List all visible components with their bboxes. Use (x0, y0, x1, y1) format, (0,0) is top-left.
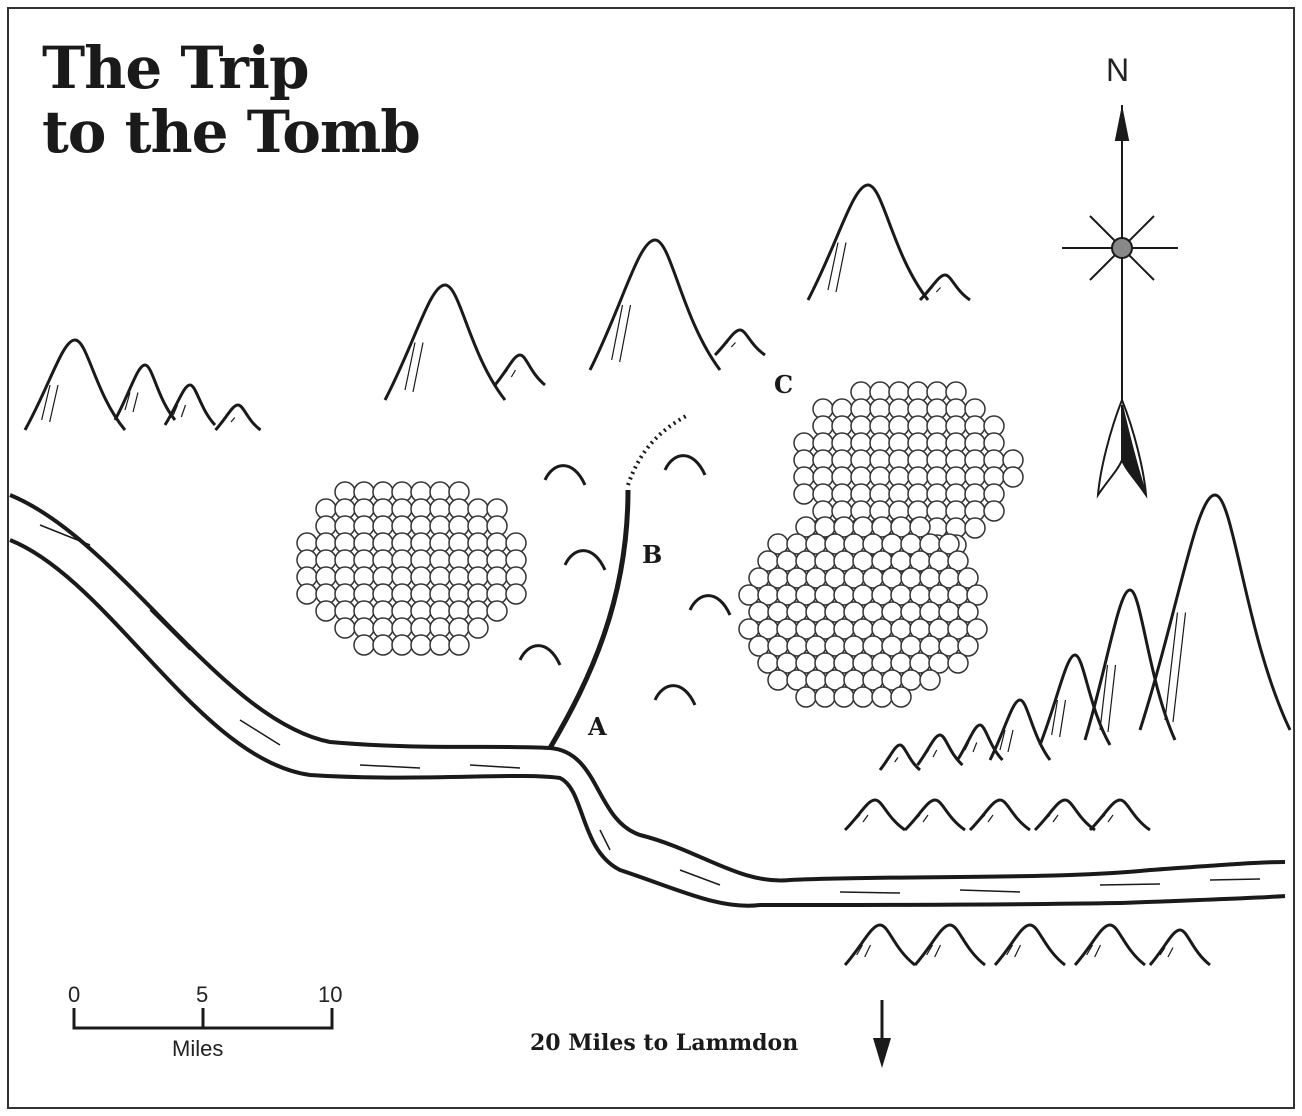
point-a-label: A (588, 712, 607, 741)
destination-label: 20 Miles to Lammdon (530, 1030, 799, 1056)
tree (429, 634, 451, 656)
forest-east-south (738, 516, 988, 708)
point-c-label: C (774, 370, 794, 399)
tree (852, 686, 874, 708)
map-frame (7, 7, 1295, 1109)
mountain (1088, 798, 1151, 832)
mountain (956, 723, 1004, 762)
mountain (113, 363, 177, 421)
tree (296, 583, 318, 605)
mountain (878, 743, 922, 772)
tree (909, 516, 931, 538)
tree (1002, 466, 1024, 488)
tree (793, 483, 815, 505)
tree (795, 686, 817, 708)
river (9, 493, 1286, 908)
tree (890, 686, 912, 708)
hill (543, 464, 587, 486)
mountain (1138, 493, 1292, 731)
tree (919, 669, 941, 691)
trail (547, 413, 689, 750)
mountain (993, 923, 1066, 967)
title-line-2: to the Tomb (42, 98, 421, 166)
scale-tick-5: 5 (196, 982, 209, 1007)
tree (467, 617, 489, 639)
scale-tick-0: 0 (68, 982, 81, 1007)
tree (505, 583, 527, 605)
title-line-1: The Trip (42, 34, 310, 102)
tree (957, 567, 979, 589)
mountain (1083, 588, 1177, 741)
hills (518, 454, 732, 706)
tree (947, 550, 969, 572)
mountain (1038, 653, 1112, 746)
tree (947, 652, 969, 674)
mountains (23, 183, 1292, 967)
mountain (23, 338, 127, 431)
mountain (713, 328, 766, 357)
mountain (163, 383, 217, 427)
tree (957, 601, 979, 623)
mountain (918, 273, 971, 302)
forest-east-north (793, 381, 1024, 573)
mountain (1033, 798, 1096, 832)
mountain (988, 698, 1052, 761)
tree (871, 686, 893, 708)
tree (957, 635, 979, 657)
tree (964, 517, 986, 539)
mountain (493, 353, 546, 387)
mountain (843, 923, 916, 967)
forest-west (296, 481, 527, 656)
mountain (916, 733, 964, 767)
forests (296, 381, 1024, 708)
tree (814, 686, 836, 708)
tree (833, 686, 855, 708)
mountain (214, 403, 262, 432)
tree (334, 617, 356, 639)
tree (353, 634, 375, 656)
map-title: The Trip to the Tomb (42, 34, 421, 166)
scale-bar (72, 1008, 334, 1030)
tree (983, 500, 1005, 522)
mountain (1073, 923, 1146, 967)
point-b-label: B (642, 540, 663, 569)
mountain (903, 798, 966, 832)
tree (372, 634, 394, 656)
hill (653, 684, 697, 706)
tree (767, 669, 789, 691)
mountain (968, 798, 1031, 832)
mountain (843, 798, 906, 832)
mountain (1148, 928, 1211, 967)
hill (563, 549, 607, 571)
tree (966, 618, 988, 640)
mountain (913, 923, 986, 967)
tree (391, 634, 413, 656)
scale-unit: Miles (172, 1036, 224, 1061)
arrow-down-icon (873, 1000, 891, 1068)
tree (966, 584, 988, 606)
compass-north-label: N (1106, 52, 1130, 88)
tree (938, 533, 960, 555)
mountain (806, 183, 930, 301)
mountain (383, 283, 507, 401)
compass-rose-icon (1062, 105, 1178, 499)
hill (663, 454, 707, 476)
mountain (588, 238, 722, 371)
tree (448, 634, 470, 656)
hill (518, 644, 562, 666)
tree (410, 634, 432, 656)
scale-tick-10: 10 (318, 982, 343, 1007)
tree (315, 600, 337, 622)
tree (486, 600, 508, 622)
hill (688, 594, 732, 616)
